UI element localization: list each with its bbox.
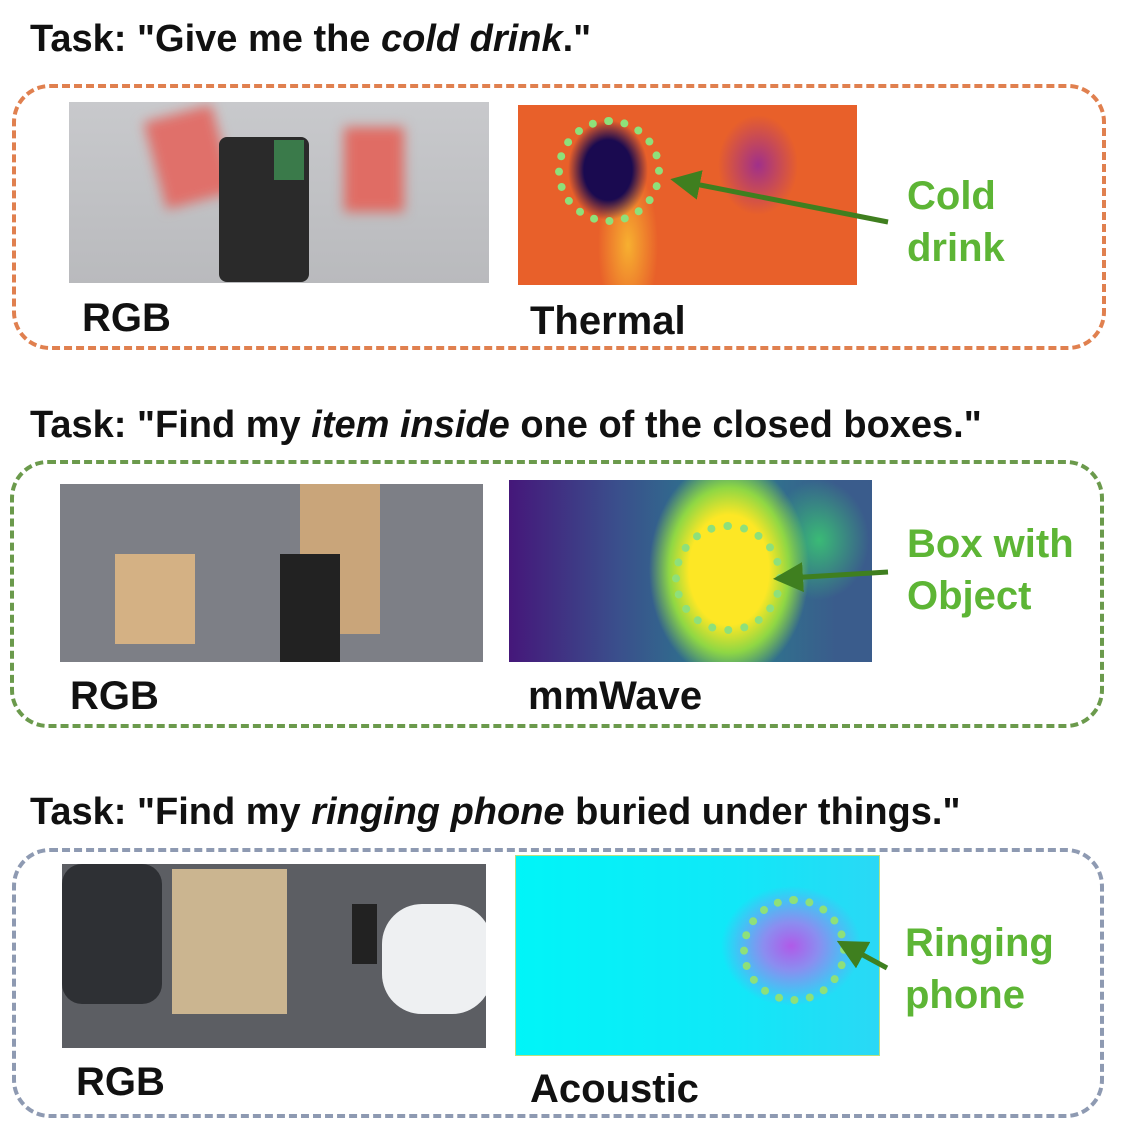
rgb-label-3: RGB bbox=[76, 1060, 165, 1104]
task-2: Task: "Find my item inside one of the cl… bbox=[30, 404, 982, 446]
rgb-image-3 bbox=[62, 864, 486, 1048]
task-1: Task: "Give me the cold drink." bbox=[30, 18, 592, 60]
panel-3-border bbox=[12, 848, 1104, 1118]
rgb-label-2: RGB bbox=[70, 674, 159, 718]
acoustic-label: Acoustic bbox=[530, 1067, 699, 1111]
thermal-label: Thermal bbox=[530, 299, 686, 343]
rgb-image-1 bbox=[69, 102, 489, 283]
highlight-circle-3 bbox=[740, 896, 848, 1004]
rgb-label-1: RGB bbox=[82, 296, 171, 340]
highlight-circle-2 bbox=[672, 522, 784, 634]
highlight-circle-1 bbox=[555, 117, 663, 225]
panel-2-border bbox=[10, 460, 1104, 728]
rgb-image-2 bbox=[60, 484, 483, 662]
panel-1-border bbox=[12, 84, 1106, 350]
mmwave-label: mmWave bbox=[528, 674, 703, 718]
task-3: Task: "Find my ringing phone buried unde… bbox=[30, 791, 961, 833]
